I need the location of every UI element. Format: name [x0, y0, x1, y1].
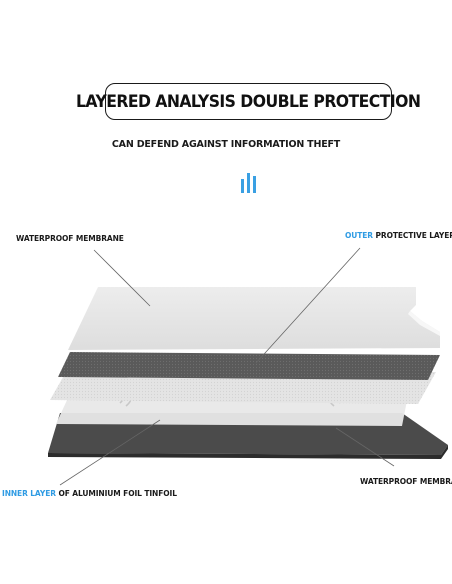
- outer-protective-layer: [68, 287, 440, 350]
- foil-dark-layer: [58, 352, 440, 380]
- label-outer-highlight: OUTER: [345, 231, 373, 240]
- label-inner-highlight: INNER LAYER: [2, 489, 56, 498]
- label-inner-rest: OF ALUMINIUM FOIL TINFOIL: [55, 489, 177, 498]
- title-box: LAYERED ANALYSIS DOUBLE PROTECTION: [76, 83, 421, 120]
- subtitle: CAN DEFEND AGAINST INFORMATION THEFT: [111, 139, 341, 150]
- bar-chart-icon: [241, 171, 261, 193]
- label-outer-protective-layer: OUTER PROTECTIVE LAYER: [345, 231, 452, 240]
- label-inner-layer: INNER LAYER OF ALUMINIUM FOIL TINFOIL: [2, 489, 177, 498]
- label-waterproof-membrane-top: WATERPROOF MEMBRANE: [16, 234, 124, 243]
- label-waterproof-membrane-bottom: WATERPROOF MEMBRANE: [360, 477, 452, 486]
- label-outer-rest: PROTECTIVE LAYER: [372, 231, 452, 240]
- page-title: LAYERED ANALYSIS DOUBLE PROTECTION: [76, 91, 421, 112]
- foil-light-layer: [50, 372, 436, 404]
